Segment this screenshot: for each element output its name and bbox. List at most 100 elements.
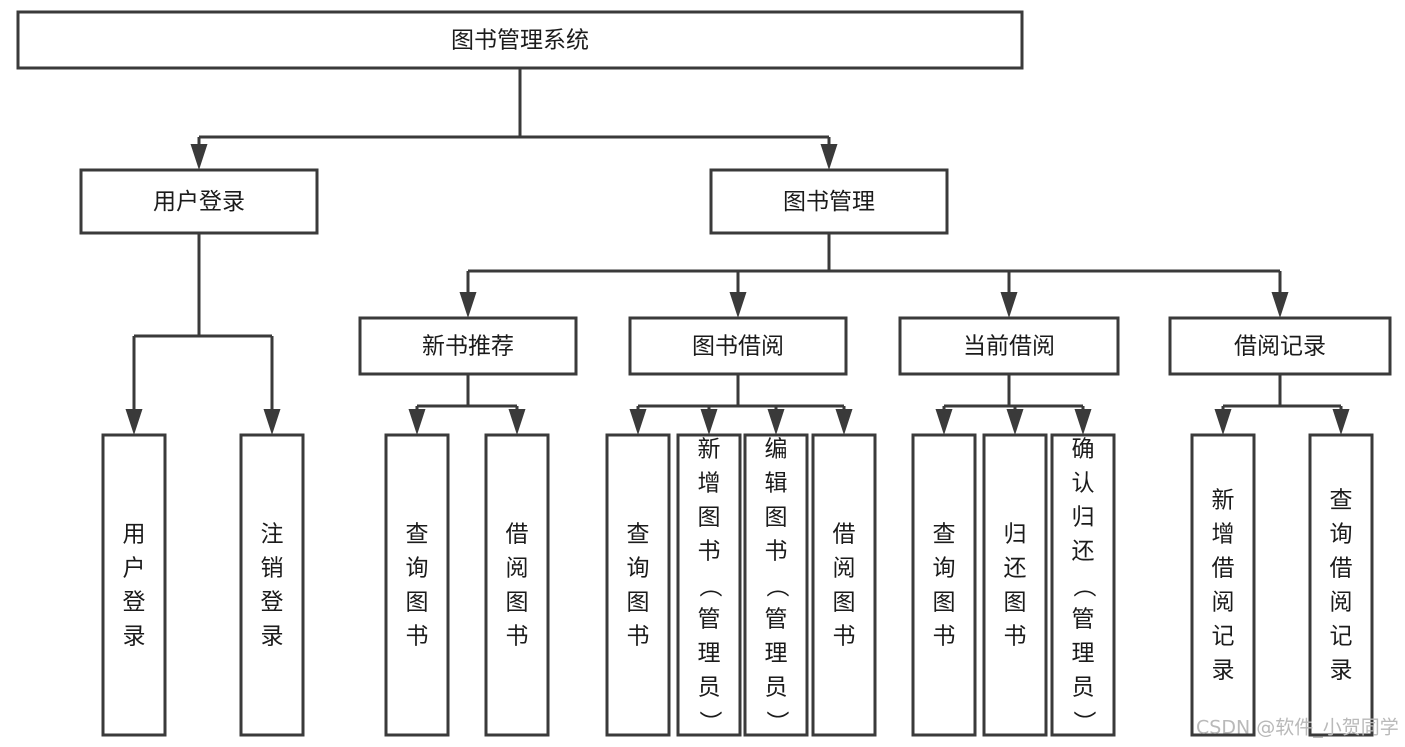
node-label-char: 图 [833, 590, 856, 616]
node-box-leaf-query-book-2[interactable] [605, 433, 671, 737]
node-label-char: （ [1071, 575, 1097, 598]
node-box-leaf-edit-book[interactable] [743, 433, 809, 737]
node-leaf-user-login[interactable]: 用户登录 [101, 433, 167, 737]
node-label-char: 录 [1330, 658, 1353, 684]
node-box-current-borrow[interactable] [898, 316, 1120, 376]
connector-arrowhead [1000, 292, 1018, 318]
node-box-leaf-query-record[interactable] [1308, 433, 1374, 737]
node-label-char: 登 [123, 590, 146, 616]
node-label-char: 查 [933, 522, 956, 548]
node-box-book-borrow[interactable] [628, 316, 848, 376]
node-label-char: 记 [1212, 624, 1235, 650]
node-box-user-login[interactable] [79, 168, 319, 235]
node-label-char: 查 [1330, 488, 1353, 514]
node-label-char: 阅 [1330, 590, 1353, 616]
connector-arrowhead [729, 292, 747, 318]
connector-arrowhead [1271, 292, 1289, 318]
node-label-char: 增 [1212, 522, 1235, 548]
node-box-leaf-borrow-book-1[interactable] [484, 433, 550, 737]
node-label-char: 书 [1004, 624, 1027, 650]
node-book-borrow[interactable]: 图书借阅 [628, 316, 848, 376]
connector-group-book-borrow [629, 374, 853, 435]
node-box-leaf-query-book-3[interactable] [911, 433, 977, 737]
node-user-login[interactable]: 用户登录 [79, 168, 319, 235]
node-label-char: 管 [1072, 607, 1095, 633]
connector-arrowhead [629, 409, 647, 435]
node-label-char: 辑 [765, 471, 788, 497]
node-box-book-manage[interactable] [709, 168, 949, 235]
node-label-char: 书 [698, 539, 721, 565]
connector-group-borrow-record [1214, 374, 1350, 435]
node-box-root[interactable] [16, 10, 1024, 70]
node-label-char: 员 [765, 675, 788, 701]
connector-arrowhead [408, 409, 426, 435]
node-new-book-rec[interactable]: 新书推荐 [358, 316, 578, 376]
connector-group-user-login [125, 233, 281, 435]
node-box-leaf-return-book[interactable] [982, 433, 1048, 737]
node-book-manage[interactable]: 图书管理 [709, 168, 949, 235]
node-current-borrow[interactable]: 当前借阅 [898, 316, 1120, 376]
node-label-char: 书 [627, 624, 650, 650]
connector-arrowhead [1006, 409, 1024, 435]
connector-arrowhead [190, 144, 208, 170]
node-label-char: 归 [1004, 522, 1027, 548]
node-box-leaf-borrow-book-2[interactable] [811, 433, 877, 737]
node-label-char: 归 [1072, 505, 1095, 531]
node-label-char: 理 [765, 641, 788, 667]
node-label-char: 理 [1072, 641, 1095, 667]
node-box-new-book-rec[interactable] [358, 316, 578, 376]
node-label-char: 记 [1330, 624, 1353, 650]
node-label-char: 书 [406, 624, 429, 650]
node-label-char: （ [697, 575, 723, 598]
connector-layer [125, 68, 1350, 435]
node-label-char: 销 [261, 556, 284, 582]
connector-group-current-borrow [935, 374, 1092, 435]
node-box-leaf-add-record[interactable] [1190, 433, 1256, 737]
node-label-char: 书 [506, 624, 529, 650]
node-root[interactable]: 图书管理系统 [16, 10, 1024, 70]
node-label-char: 图 [698, 505, 721, 531]
node-box-leaf-query-book-1[interactable] [384, 433, 450, 737]
node-label-current-borrow: 当前借阅 [963, 334, 1055, 360]
node-label-char: ） [697, 711, 723, 734]
node-borrow-record[interactable]: 借阅记录 [1168, 316, 1392, 376]
connector-arrowhead [835, 409, 853, 435]
node-box-leaf-confirm-return[interactable] [1050, 433, 1116, 737]
node-label-char: 询 [933, 556, 956, 582]
connector-arrowhead [1214, 409, 1232, 435]
node-label-char: 图 [765, 505, 788, 531]
node-label-root: 图书管理系统 [451, 28, 589, 54]
node-label-char: 查 [406, 522, 429, 548]
node-label-char: 图 [506, 590, 529, 616]
node-box-borrow-record[interactable] [1168, 316, 1392, 376]
node-label-char: 书 [765, 539, 788, 565]
node-box-leaf-logout[interactable] [239, 433, 305, 737]
node-label-char: 图 [933, 590, 956, 616]
connector-arrowhead [700, 409, 718, 435]
node-label-char: 询 [1330, 522, 1353, 548]
node-box-leaf-add-book[interactable] [676, 433, 742, 737]
node-label-char: 书 [933, 624, 956, 650]
node-label-char: 员 [698, 675, 721, 701]
node-label-char: 借 [1212, 556, 1235, 582]
node-box-leaf-user-login[interactable] [101, 433, 167, 737]
node-label-char: 图 [627, 590, 650, 616]
